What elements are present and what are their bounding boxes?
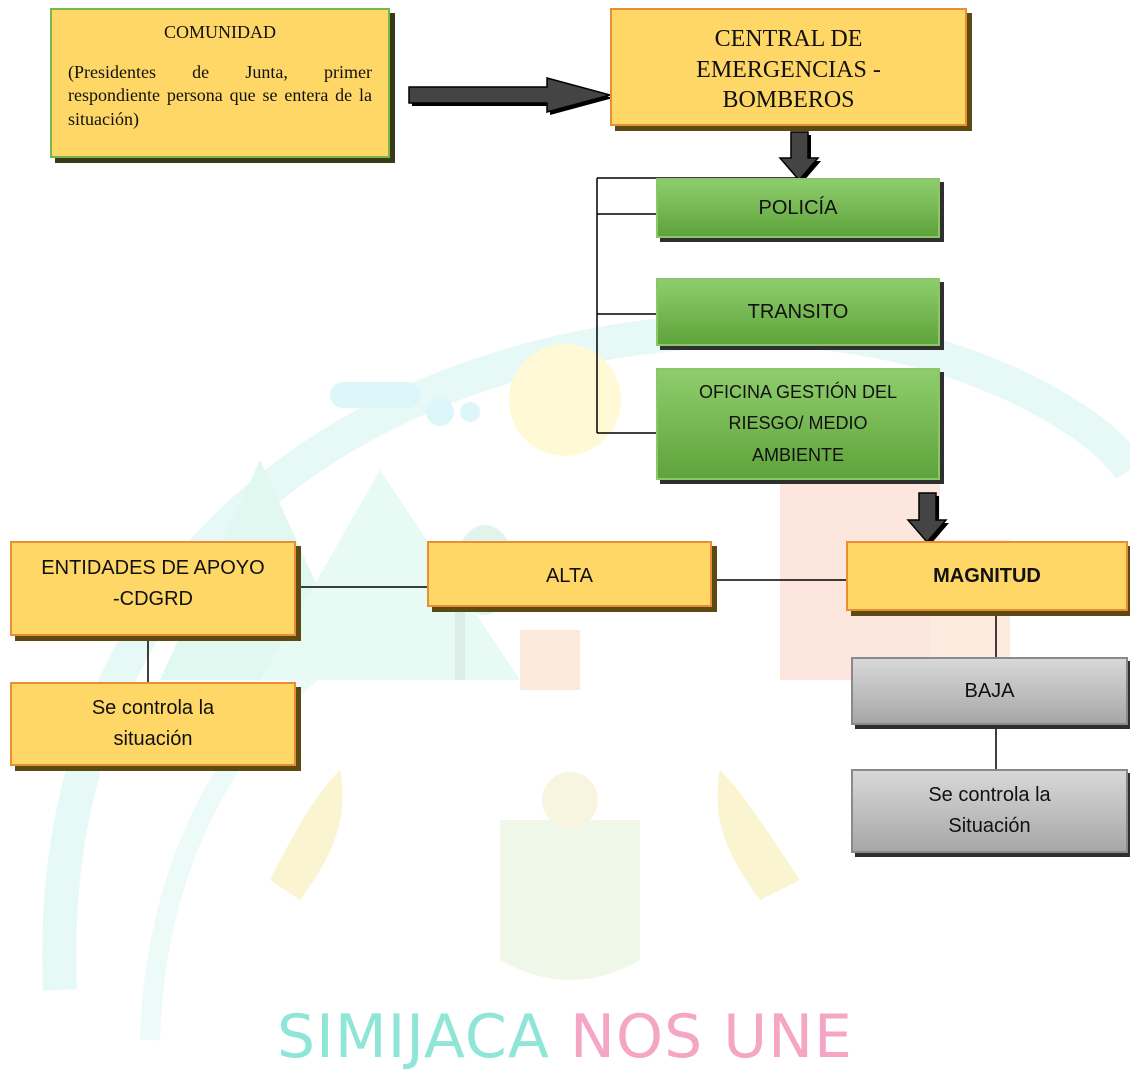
node-central-emergencias: CENTRAL DE EMERGENCIAS - BOMBEROS bbox=[610, 8, 967, 126]
slogan-word1: SIMIJACA bbox=[277, 1002, 550, 1072]
watermark-mountain bbox=[260, 470, 520, 680]
watermark-tree-trunk bbox=[455, 580, 465, 680]
node-magnitud-label: MAGNITUD bbox=[933, 564, 1041, 587]
node-oficina-line3: AMBIENTE bbox=[751, 444, 844, 465]
node-transito: TRANSITO bbox=[656, 278, 940, 346]
node-controla-left-line1: Se controla la bbox=[91, 697, 215, 719]
node-magnitud: MAGNITUD bbox=[846, 541, 1128, 611]
node-baja: BAJA bbox=[851, 657, 1128, 725]
slogan-word2: NOS UNE bbox=[569, 1002, 853, 1072]
node-oficina-line2: RIESGO/ MEDIO bbox=[728, 413, 868, 434]
node-controla-right: Se controla la Situación bbox=[851, 769, 1128, 853]
watermark-cloud-dot bbox=[426, 398, 454, 426]
node-alta-label: ALTA bbox=[545, 565, 594, 587]
node-central-line2: EMERGENCIAS - bbox=[696, 56, 881, 83]
arrow-oficina-to-magnitud bbox=[906, 492, 949, 545]
node-policia-label: POLICÍA bbox=[758, 196, 838, 219]
node-entidades-line2: -CDGRD bbox=[113, 588, 193, 610]
watermark-shield-crest bbox=[500, 820, 640, 980]
node-oficina-line1: OFICINA GESTIÓN DEL bbox=[698, 381, 898, 402]
slogan-watermark: SIMIJACA NOS UNE bbox=[0, 1002, 1130, 1072]
node-comunidad-title: COMUNIDAD bbox=[164, 22, 276, 42]
node-controla-left-line2: situación bbox=[113, 728, 193, 750]
arrow-central-down bbox=[778, 131, 821, 183]
arrow-comunidad-to-central bbox=[408, 77, 613, 115]
node-central-line1: CENTRAL DE bbox=[714, 26, 863, 52]
watermark-corn-left bbox=[270, 770, 343, 900]
node-controla-right-line2: Situación bbox=[948, 815, 1031, 837]
watermark-cloud-dot bbox=[460, 402, 480, 422]
node-controla-left: Se controla la situación bbox=[10, 682, 296, 766]
node-oficina-gestion-riesgo: OFICINA GESTIÓN DEL RIESGO/ MEDIO AMBIEN… bbox=[656, 368, 940, 480]
watermark-cloud-bar bbox=[330, 382, 420, 408]
node-entidades-line1: ENTIDADES DE APOYO bbox=[41, 557, 265, 579]
node-alta: ALTA bbox=[427, 541, 712, 607]
node-policia: POLICÍA bbox=[656, 178, 940, 238]
node-central-line3: BOMBEROS bbox=[722, 87, 855, 114]
node-transito-label: TRANSITO bbox=[747, 300, 849, 323]
watermark-crest-top bbox=[542, 772, 598, 828]
node-comunidad: COMUNIDAD (Presidentes de Junta, primer … bbox=[50, 8, 390, 158]
node-controla-right-line1: Se controla la bbox=[928, 784, 1051, 806]
node-baja-label: BAJA bbox=[964, 679, 1015, 702]
watermark-building bbox=[520, 630, 580, 690]
watermark-sun bbox=[509, 344, 621, 456]
node-comunidad-body: (Presidentes de Junta, primer respondien… bbox=[68, 62, 372, 129]
node-entidades-apoyo: ENTIDADES DE APOYO -CDGRD bbox=[10, 541, 296, 636]
watermark-corn-right bbox=[717, 770, 800, 900]
